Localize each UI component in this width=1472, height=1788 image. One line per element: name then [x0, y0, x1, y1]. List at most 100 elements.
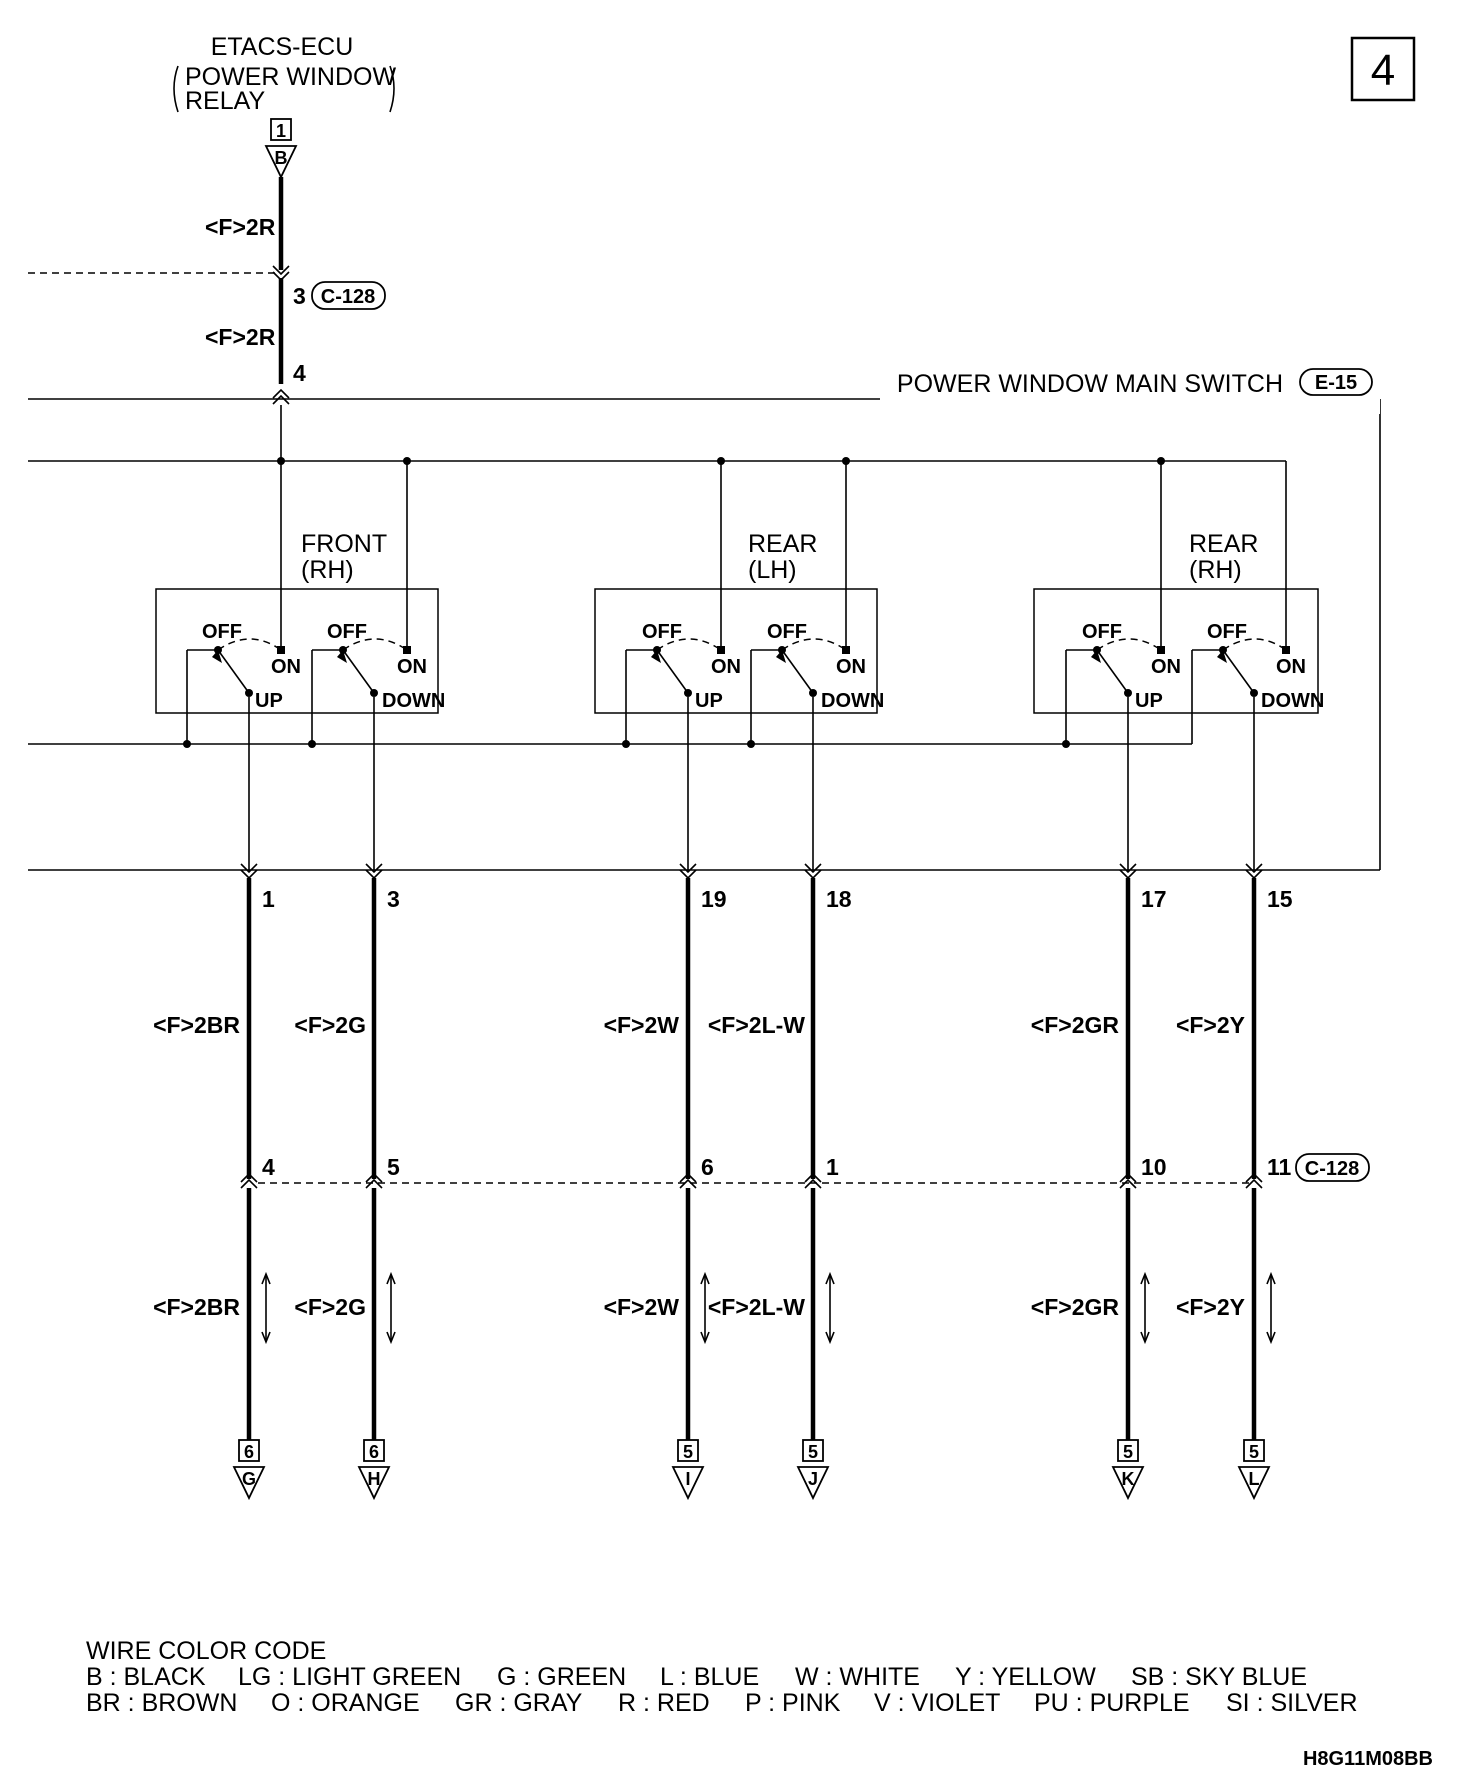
- legend-entry: GR : GRAY: [455, 1689, 583, 1717]
- continuation-arrow-icon: [232, 1466, 266, 1501]
- switch-label-out: DOWN: [821, 690, 884, 712]
- e15-badge: [1299, 368, 1373, 396]
- source-page-ref: 1 B: [264, 118, 298, 180]
- switch-title-sub: (RH): [1189, 556, 1242, 584]
- e15-pin-number: 3: [387, 886, 400, 912]
- connector-mark-c128: [1245, 1172, 1263, 1189]
- switch-label-out: UP: [695, 690, 723, 712]
- continuation-letter: L: [1249, 1469, 1260, 1489]
- current-direction-arrowheads: [700, 1271, 710, 1345]
- current-direction-arrowheads: [1140, 1271, 1150, 1345]
- switch-label-on: ON: [711, 656, 741, 678]
- wire-label-lower: <F>2G: [294, 1294, 366, 1320]
- legend-entry: SB : SKY BLUE: [1131, 1663, 1307, 1691]
- continuation-letter: G: [242, 1469, 256, 1489]
- switch-rear-rh: REAR (RH) OFF ON UP OFF ON DOWN: [1033, 530, 1324, 748]
- page-ref-number: 5: [1249, 1442, 1259, 1462]
- c128-pin-number: 11: [1267, 1154, 1292, 1180]
- connector-mark-c128: [1119, 1172, 1137, 1189]
- page-ref-number: 5: [1123, 1442, 1133, 1462]
- legend-entry: Y : YELLOW: [955, 1663, 1096, 1691]
- connector-mark-c128: [240, 1172, 258, 1189]
- wire-label-lower: <F>2W: [604, 1294, 680, 1320]
- connector-mark-c128: [365, 1172, 383, 1189]
- continuation-letter: H: [368, 1469, 381, 1489]
- switch-title: REAR: [748, 530, 817, 558]
- legend-entry: O : ORANGE: [271, 1689, 420, 1717]
- c128-pin-number: 1: [826, 1154, 839, 1180]
- switch-label-off: OFF: [767, 621, 807, 643]
- feed-wire-label-lower: <F>2R: [205, 324, 276, 350]
- wire-label-lower: <F>2BR: [153, 1294, 240, 1320]
- c128-pin-number: 5: [387, 1154, 400, 1180]
- wire-label-lower: <F>2GR: [1031, 1294, 1120, 1320]
- continuation-arrow-icon: [1237, 1466, 1271, 1501]
- junction: [717, 457, 725, 465]
- c128-top-id: C-128: [321, 286, 375, 308]
- page-ref-number: 5: [808, 1442, 818, 1462]
- page-ref-box: [363, 1439, 385, 1462]
- wire-label-upper: <F>2BR: [153, 1012, 240, 1038]
- output-wires: 1<F>2BR4<F>2BR6G3<F>2G5<F>2G6H19<F>2W6<F…: [153, 697, 1293, 1501]
- switch-label-on: ON: [271, 656, 301, 678]
- e15-pin-number: 15: [1267, 886, 1293, 912]
- legend-title: WIRE COLOR CODE: [86, 1637, 326, 1665]
- switch-title: FRONT: [301, 530, 387, 558]
- current-direction-arrowheads: [386, 1271, 396, 1345]
- e15-id: E-15: [1315, 372, 1357, 394]
- continuation-arrow-icon: [671, 1466, 705, 1501]
- continuation-letter: K: [1122, 1469, 1135, 1489]
- connector-mark-c128: [679, 1172, 697, 1189]
- wire-label-upper: <F>2Y: [1176, 1012, 1245, 1038]
- switch-label-out: UP: [1135, 690, 1163, 712]
- switch-label-out: DOWN: [382, 690, 445, 712]
- legend-entry: B : BLACK: [86, 1663, 206, 1691]
- continuation-letter: I: [685, 1469, 690, 1489]
- legend-entry: R : RED: [618, 1689, 710, 1717]
- switch-label-out: UP: [255, 690, 283, 712]
- page-number-box: 4: [1350, 36, 1416, 102]
- e15-pin-number: 17: [1141, 886, 1167, 912]
- switch-label-out: DOWN: [1261, 690, 1324, 712]
- c128-top-pin: 3: [293, 283, 306, 309]
- connector-mark-c128: [804, 1172, 822, 1189]
- legend-entry: SI : SILVER: [1226, 1689, 1358, 1717]
- source-letter: B: [275, 148, 288, 168]
- legend-entry: L : BLUE: [660, 1663, 759, 1691]
- page-ref-number: 6: [369, 1442, 379, 1462]
- figure-code: H8G11M08BB: [1303, 1748, 1433, 1770]
- switch-label-off: OFF: [642, 621, 682, 643]
- switch-label-on: ON: [836, 656, 866, 678]
- source-label: ETACS-ECU POWER WINDOW RELAY: [173, 33, 396, 115]
- main-switch-name: POWER WINDOW MAIN SWITCH: [897, 370, 1283, 398]
- switch-title: REAR: [1189, 530, 1258, 558]
- c128-bottom-id: C-128: [1305, 1158, 1359, 1180]
- switch-label-on: ON: [1151, 656, 1181, 678]
- legend-entry: V : VIOLET: [874, 1689, 1000, 1717]
- wire-label-lower: <F>2L-W: [708, 1294, 805, 1320]
- c128-pin-number: 6: [701, 1154, 714, 1180]
- switch-front-rh: FRONT (RH) OFF ON UP OFF ON DOWN: [155, 530, 445, 748]
- junction: [842, 457, 850, 465]
- page-ref-box: [1243, 1439, 1265, 1462]
- page-ref-number: 6: [244, 1442, 254, 1462]
- legend-entry: W : WHITE: [795, 1663, 920, 1691]
- switch-label-off: OFF: [1207, 621, 1247, 643]
- main-switch-label-bg: [880, 382, 1380, 414]
- legend-entry: P : PINK: [745, 1689, 841, 1717]
- c128-pin-number: 10: [1141, 1154, 1167, 1180]
- current-direction-arrowheads: [261, 1271, 271, 1345]
- continuation-arrow-icon: [1111, 1466, 1145, 1501]
- c128-bottom-badge: [1295, 1153, 1370, 1182]
- e15-pin-number: 19: [701, 886, 727, 912]
- c128-top-badge: [311, 281, 386, 310]
- source-name: ETACS-ECU: [211, 33, 354, 61]
- page-number: 4: [1371, 46, 1395, 95]
- page-ref-box: [802, 1439, 824, 1462]
- wire-label-upper: <F>2GR: [1031, 1012, 1120, 1038]
- switch-in-pin: 4: [293, 360, 306, 386]
- junction: [403, 457, 411, 465]
- junction: [277, 457, 285, 465]
- switch-label-on: ON: [1276, 656, 1306, 678]
